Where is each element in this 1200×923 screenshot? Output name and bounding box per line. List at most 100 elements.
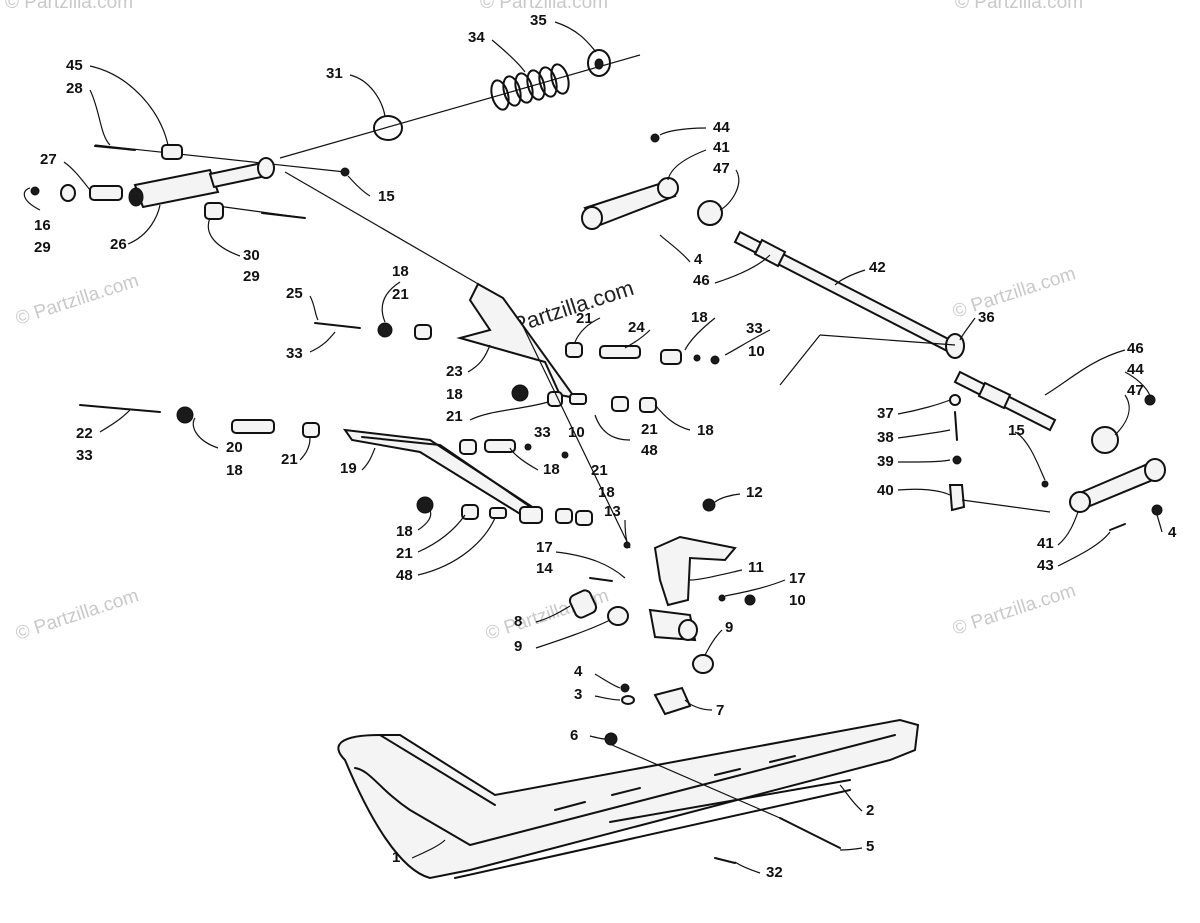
watermark-right-upper: © Partzilla.com xyxy=(950,263,1078,323)
pin-part-32 xyxy=(714,857,736,864)
callout-9-left: 9 xyxy=(514,638,522,655)
callout-5: 5 xyxy=(866,838,874,855)
callout-20: 20 xyxy=(226,439,243,456)
callout-7: 7 xyxy=(716,702,724,719)
callout-4-right: 4 xyxy=(1168,524,1177,541)
callout-37: 37 xyxy=(877,405,894,422)
nut-part-16 xyxy=(30,186,40,196)
callout-11: 11 xyxy=(748,559,764,576)
callout-21-middle-right: 21 xyxy=(641,421,658,438)
leader-lines xyxy=(23,21,1163,874)
spindle-part-11 xyxy=(519,319,737,642)
callout-33-center: 33 xyxy=(534,424,551,441)
callout-46-right: 46 xyxy=(1127,340,1144,357)
callout-18-middle-left: 18 xyxy=(446,386,463,403)
callout-41-upper: 41 xyxy=(713,139,730,156)
callout-17-right: 17 xyxy=(789,570,806,587)
callout-4-ski: 4 xyxy=(574,663,583,680)
callout-18-center: 18 xyxy=(543,461,560,478)
watermark-top-left: © Partzilla.com xyxy=(5,0,133,13)
callout-labels: 1 2 3 4 4 4 5 6 7 8 9 9 10 10 10 11 12 1… xyxy=(34,12,1177,881)
callout-13: 13 xyxy=(604,503,621,520)
bushing-part-21-lower-right xyxy=(555,508,573,524)
watermark-left-lower: © Partzilla.com xyxy=(13,585,141,645)
callout-1: 1 xyxy=(392,849,400,866)
callout-19: 19 xyxy=(340,460,357,477)
nut-part-4-ski xyxy=(620,683,630,693)
bushing-part-9-left xyxy=(607,606,629,626)
nut-part-10-center xyxy=(561,451,569,459)
callout-2: 2 xyxy=(866,802,874,819)
shock-to-spindle-line xyxy=(284,171,481,286)
callout-21-upper-right: 21 xyxy=(576,310,593,327)
bushing-part-9-right xyxy=(692,654,714,674)
bolt-part-29-right xyxy=(261,212,306,219)
watermark-right-lower: © Partzilla.com xyxy=(950,580,1078,640)
callout-23: 23 xyxy=(446,363,463,380)
callout-18-lower-mid: 18 xyxy=(396,523,413,540)
callout-28: 28 xyxy=(66,80,83,97)
callout-15-shock: 15 xyxy=(378,188,395,205)
washer-part-33-center xyxy=(524,443,532,451)
bolt-part-5 xyxy=(779,817,841,849)
callout-40: 40 xyxy=(877,482,894,499)
upper-a-arm-part-23 xyxy=(314,282,578,400)
ball-joint-stack-37-40 xyxy=(779,334,1051,513)
callout-10-upper: 10 xyxy=(748,343,765,360)
nut-part-15-right xyxy=(1041,480,1049,488)
callout-47-right: 47 xyxy=(1127,382,1144,399)
callout-21-lower-right: 21 xyxy=(591,462,608,479)
callout-41-lower: 41 xyxy=(1037,535,1054,552)
callout-33-left: 33 xyxy=(286,345,303,362)
callout-27: 27 xyxy=(40,151,57,168)
callout-30: 30 xyxy=(243,247,260,264)
shock-axis-line xyxy=(279,54,641,159)
callout-24: 24 xyxy=(628,319,645,336)
washer-part-29-left xyxy=(60,184,76,202)
callout-33-upper-right: 33 xyxy=(746,320,763,337)
bushing-part-18-lower-far-right xyxy=(575,510,593,526)
callout-39: 39 xyxy=(877,453,894,470)
bushing-part-21-center xyxy=(459,439,477,455)
callout-44-upper: 44 xyxy=(713,119,730,136)
callout-35: 35 xyxy=(530,12,547,29)
bolt-part-28 xyxy=(94,145,136,151)
bolt-part-14 xyxy=(589,577,613,582)
shock-absorber-part-26 xyxy=(128,157,275,209)
nut-part-18-middle xyxy=(511,384,529,402)
lower-a-arm-part-19 xyxy=(79,404,542,522)
nut-part-15-upper xyxy=(340,167,350,177)
callout-29-left: 29 xyxy=(34,239,51,256)
spring-seat-part-31 xyxy=(373,115,403,141)
callout-48-lower: 48 xyxy=(396,567,413,584)
bushing-part-18-middle-right xyxy=(639,397,657,413)
ski-part-1 xyxy=(337,718,920,880)
callout-10-center: 10 xyxy=(568,424,585,441)
callout-18-lower-left: 18 xyxy=(226,462,243,479)
watermark-top-center: © Partzilla.com xyxy=(480,0,608,13)
callout-31: 31 xyxy=(326,65,343,82)
callout-36: 36 xyxy=(978,309,995,326)
bolt-axis-upper xyxy=(94,144,346,173)
bushing-part-8 xyxy=(568,589,598,619)
callout-45: 45 xyxy=(66,57,83,74)
callout-18-lower-right: 18 xyxy=(598,484,615,501)
callout-4-steering: 4 xyxy=(694,251,703,268)
callout-33-lower-left: 33 xyxy=(76,447,93,464)
callout-32: 32 xyxy=(766,864,783,881)
sleeve-part-24 xyxy=(599,345,641,359)
callout-21-lower-mid: 21 xyxy=(396,545,413,562)
callout-21-middle-left: 21 xyxy=(446,408,463,425)
callout-34: 34 xyxy=(468,29,485,46)
spring-collar-hole xyxy=(594,58,604,70)
callout-16: 16 xyxy=(34,217,51,234)
callout-12: 12 xyxy=(746,484,763,501)
callout-43: 43 xyxy=(1037,557,1054,574)
callout-26: 26 xyxy=(110,236,127,253)
callout-18-middle-right: 18 xyxy=(697,422,714,439)
bushing-part-45 xyxy=(161,144,183,160)
callout-18-upper-right: 18 xyxy=(691,309,708,326)
bushing-part-18-center xyxy=(484,439,516,453)
callout-14: 14 xyxy=(536,560,553,577)
bracket-part-7 xyxy=(653,686,692,716)
